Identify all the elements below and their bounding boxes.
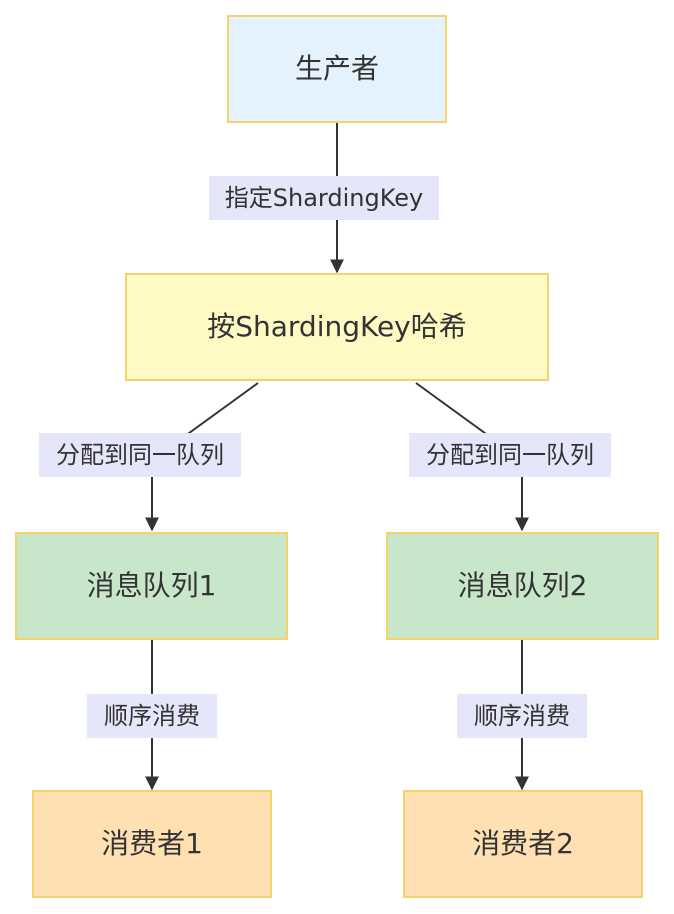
node-producer: 生产者 <box>227 15 447 123</box>
node-queue1: 消息队列1 <box>15 532 288 640</box>
node-queue2: 消息队列2 <box>386 532 659 640</box>
edge-label-hash-to-queue1: 分配到同一队列 <box>39 433 241 477</box>
node-consumer2-label: 消费者2 <box>472 827 574 860</box>
edge-label-hash-to-queue2-text: 分配到同一队列 <box>426 441 594 469</box>
edge-label-hash-to-queue2: 分配到同一队列 <box>409 433 611 477</box>
node-hash: 按ShardingKey哈希 <box>125 273 549 381</box>
edge-label-queue2-to-consumer2: 顺序消费 <box>457 694 587 738</box>
edge-label-producer-to-hash: 指定ShardingKey <box>209 176 439 220</box>
node-queue2-label: 消息队列2 <box>457 569 588 602</box>
edge-label-producer-to-hash-text: 指定ShardingKey <box>224 184 424 212</box>
node-producer-label: 生产者 <box>294 52 379 85</box>
node-consumer1-label: 消费者1 <box>101 827 203 860</box>
node-consumer1: 消费者1 <box>32 790 272 898</box>
edge-label-hash-to-queue1-text: 分配到同一队列 <box>56 441 224 469</box>
node-hash-label: 按ShardingKey哈希 <box>207 310 467 343</box>
edge-label-queue1-to-consumer1: 顺序消费 <box>87 694 217 738</box>
edge-label-queue2-to-consumer2-text: 顺序消费 <box>474 702 570 730</box>
edge-label-queue1-to-consumer1-text: 顺序消费 <box>104 702 200 730</box>
node-consumer2: 消费者2 <box>403 790 643 898</box>
node-queue1-label: 消息队列1 <box>86 569 217 602</box>
